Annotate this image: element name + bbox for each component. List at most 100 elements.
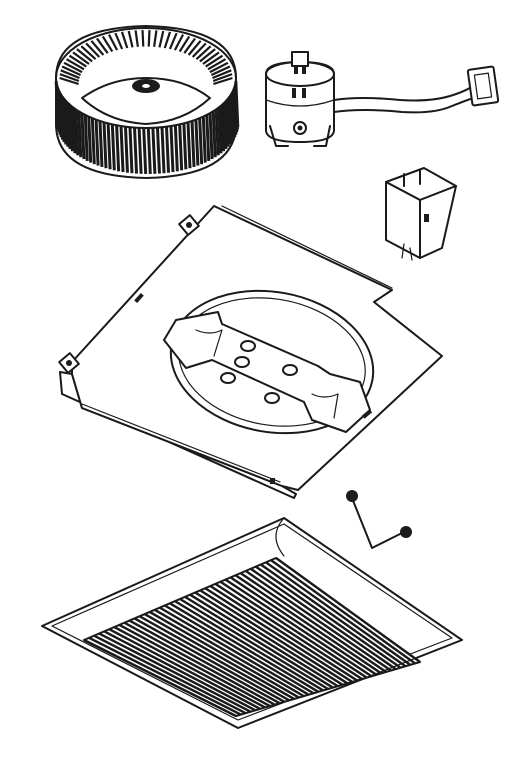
grille-vent-line <box>88 636 242 716</box>
blower-vane <box>137 127 143 174</box>
grille-vent-line <box>108 628 261 710</box>
blower-vane <box>90 118 96 165</box>
blower-vane <box>120 31 129 49</box>
blower-vane <box>106 123 112 170</box>
grille-vent-line <box>123 621 276 706</box>
blower-vane <box>98 120 104 168</box>
blower-vane <box>222 102 228 150</box>
blower-vane <box>168 32 178 50</box>
blower-vane <box>83 114 89 161</box>
grille-vent-line <box>209 585 358 682</box>
grille-vent-line <box>179 597 329 691</box>
blower-vane <box>102 122 108 169</box>
blower-vane <box>71 107 77 154</box>
blower-vane <box>201 116 207 163</box>
blower-vane <box>190 120 196 168</box>
blower-vane <box>134 30 139 47</box>
blower-vane <box>173 34 185 51</box>
blower-vane <box>210 65 231 77</box>
blower-vane <box>76 48 93 63</box>
blower-vane <box>72 51 90 65</box>
blower-vane <box>96 37 109 54</box>
blower-vane <box>205 114 211 161</box>
grille-vent-line <box>128 619 281 705</box>
blower-vane <box>173 125 179 172</box>
blower-vane <box>123 126 129 173</box>
blower-vane <box>68 54 87 68</box>
blower-vane <box>211 111 217 158</box>
grille-vent-line <box>184 595 334 689</box>
grille-vent-line <box>204 587 353 683</box>
grille-vent-line <box>275 557 421 663</box>
blower-vane <box>90 40 105 56</box>
grille-vent-line <box>224 578 373 678</box>
grille <box>41 517 463 729</box>
blower-vane <box>195 45 212 60</box>
blower-vane <box>207 58 227 71</box>
grille-vent-line <box>83 638 237 718</box>
blower-vane <box>80 113 86 160</box>
grille-vent-line <box>154 608 305 698</box>
blower-vane <box>187 40 202 56</box>
grille-vent-line <box>159 606 310 696</box>
blower-vane <box>228 95 234 143</box>
blower-vane <box>169 125 175 173</box>
blower-vane <box>101 35 114 53</box>
blower-vane <box>147 29 151 47</box>
grille-vent-line <box>265 561 412 666</box>
blower-vane <box>142 127 148 175</box>
blower-vane <box>155 127 161 174</box>
blower-vane <box>141 29 145 47</box>
blower-vane <box>209 61 229 74</box>
blower-vane <box>158 30 165 48</box>
blower-vane <box>226 98 232 145</box>
grille-spring <box>346 490 412 549</box>
blower-vane <box>119 125 125 173</box>
grille-vent-line <box>118 623 271 708</box>
blower-vane <box>224 100 230 147</box>
plate-mounting-tab <box>178 214 200 236</box>
grille-vent-line <box>194 591 344 686</box>
blower-vane <box>182 123 188 170</box>
blower-vane <box>212 69 232 80</box>
blower-vane <box>186 122 192 169</box>
blower-vane <box>68 105 74 152</box>
blower-vane <box>85 42 101 58</box>
grille-vent-line <box>103 630 256 712</box>
blower-vane <box>178 35 191 53</box>
grille-vent-line <box>239 572 387 673</box>
blower-vane <box>220 105 226 152</box>
blower-vane <box>199 48 216 63</box>
grille-vent-line <box>138 615 290 702</box>
grille-vent-line <box>113 625 266 709</box>
blower-vane <box>60 95 66 143</box>
grille-vent-line <box>255 565 402 669</box>
grille-vent-line <box>234 574 382 675</box>
blower-vane <box>110 124 116 171</box>
grille-vent-line <box>189 593 339 688</box>
blower-vane <box>127 30 134 48</box>
blower-vane <box>63 61 83 74</box>
blower-vane <box>208 113 214 160</box>
blower-vane <box>62 98 68 145</box>
grille-vent-line <box>149 610 300 699</box>
blower-vane <box>114 32 124 50</box>
blower-vane <box>64 100 70 147</box>
blower-vane <box>80 45 97 60</box>
grille-vent-line <box>229 576 378 676</box>
blower-vane <box>191 42 207 58</box>
blower-vane <box>77 111 83 158</box>
plate-mounting-tab <box>58 352 80 374</box>
blower-vane <box>165 126 171 173</box>
grille-vent-line <box>174 600 324 692</box>
blower-vane <box>234 81 240 128</box>
blower-vane <box>183 37 196 54</box>
blower-vane <box>107 34 119 51</box>
grille-vent-lines <box>83 557 421 718</box>
blower-vane <box>61 65 82 77</box>
blower-vane <box>66 102 72 150</box>
blower-vane <box>202 51 220 65</box>
blower-vane <box>133 127 139 174</box>
